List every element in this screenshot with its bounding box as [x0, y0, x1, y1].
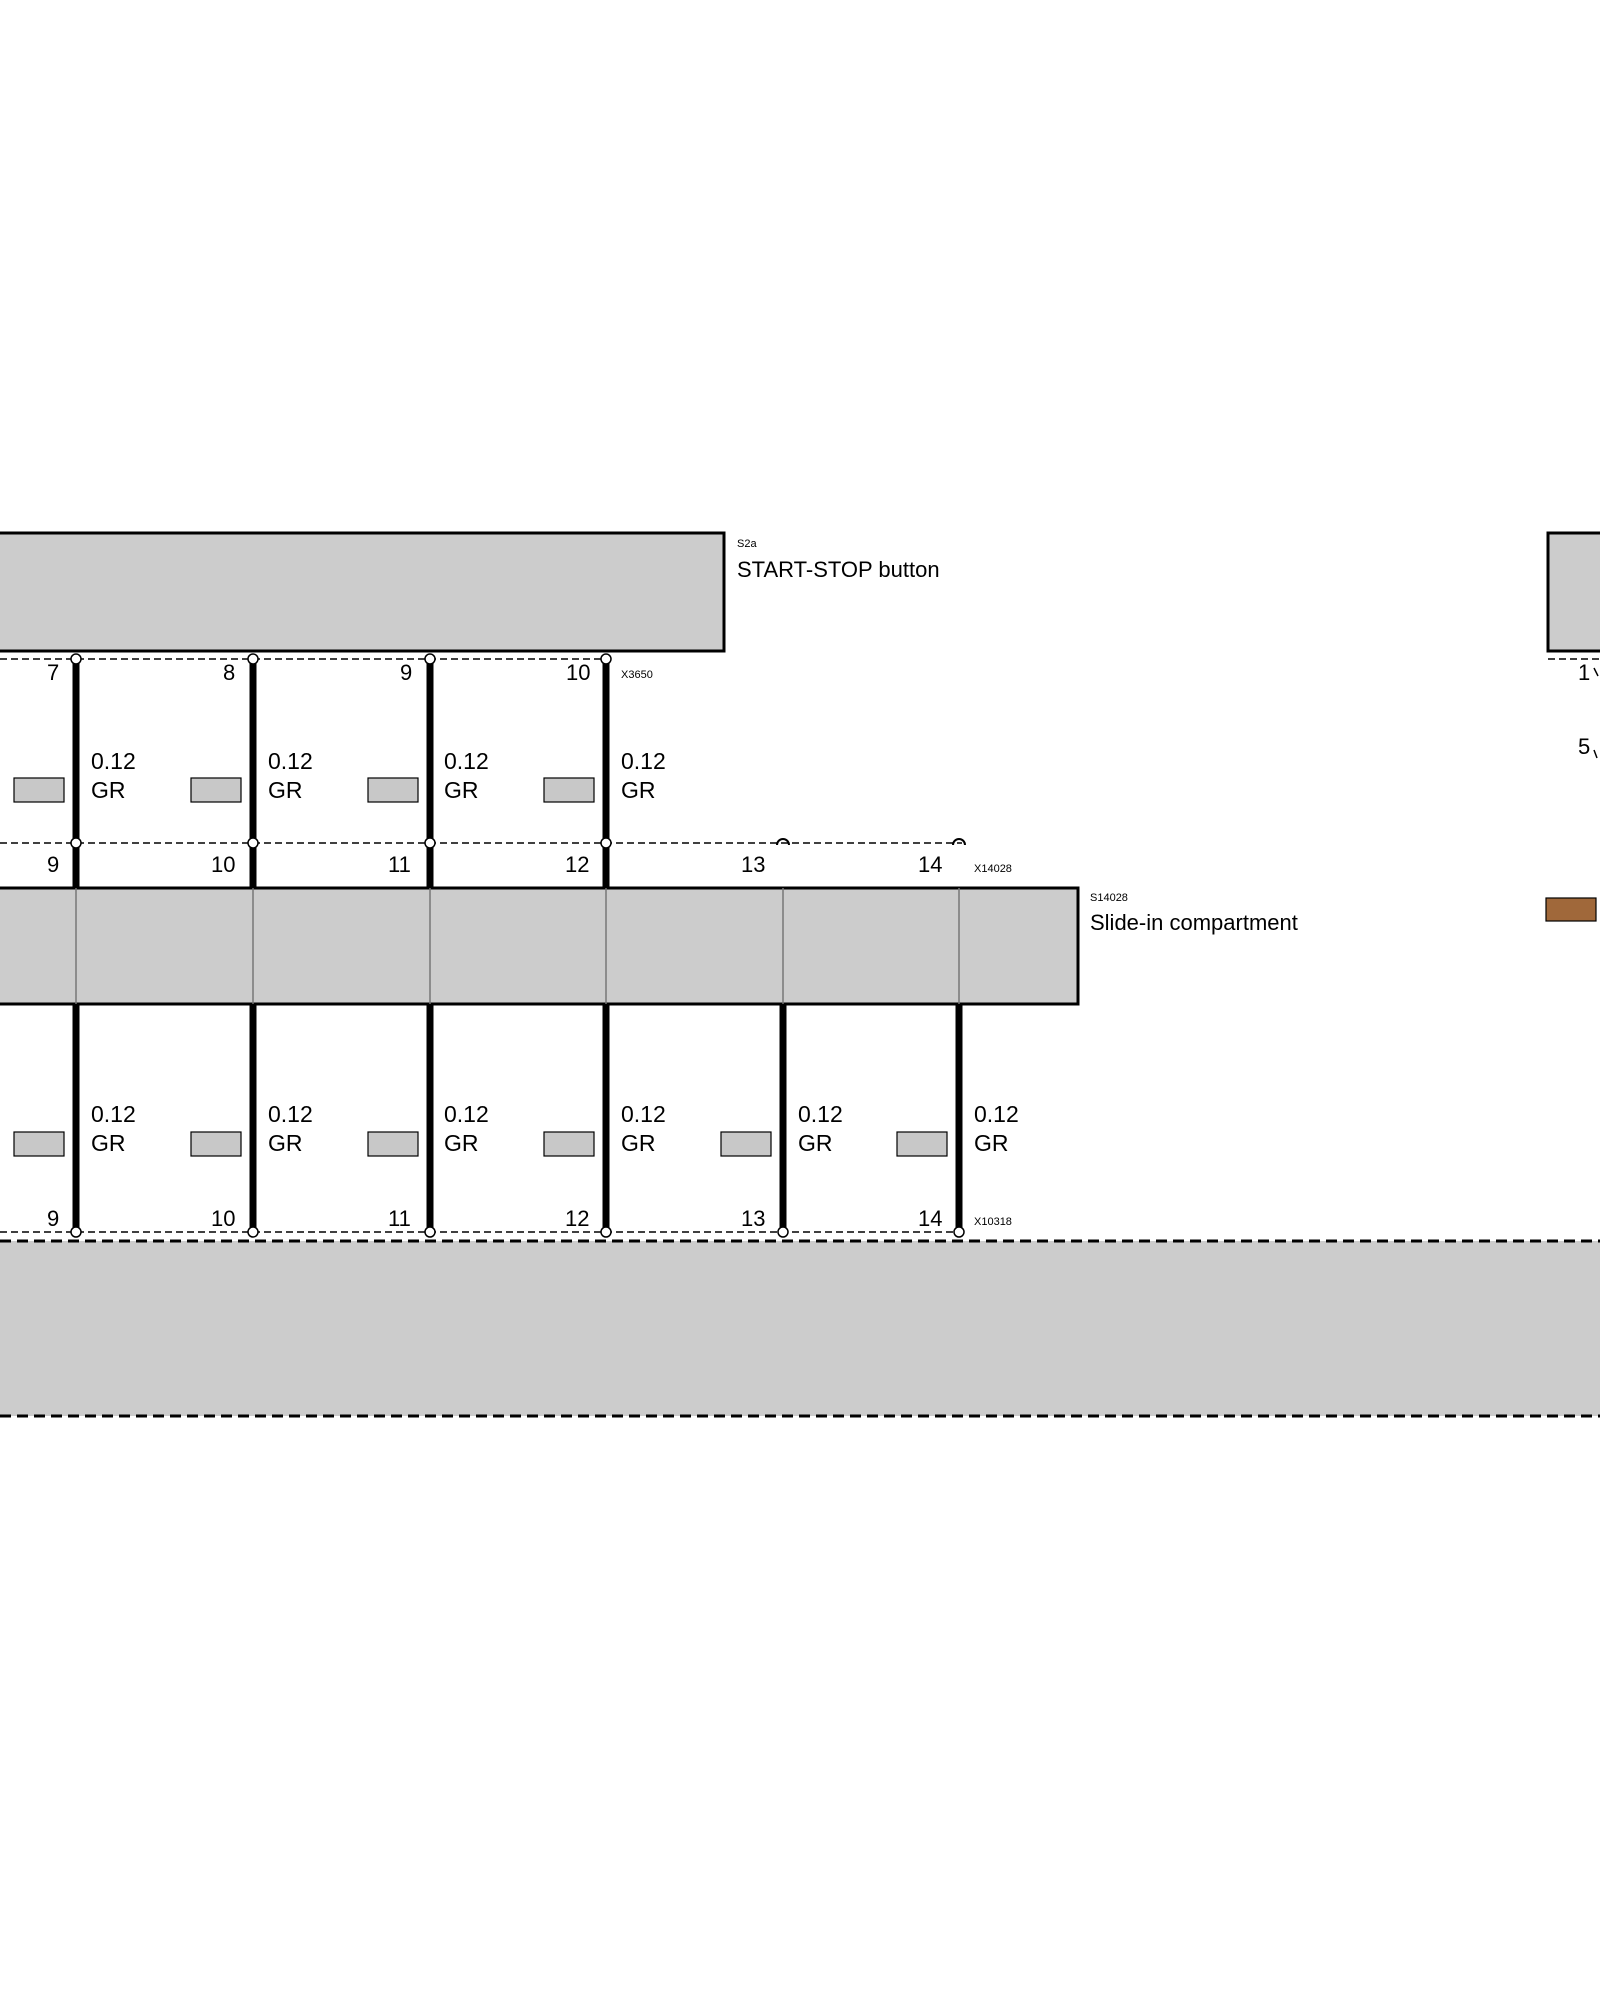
- x14028-pin-11: 11: [388, 852, 411, 877]
- x14028-pin-contacts: [70, 837, 612, 849]
- x10318-pin-13: 13: [741, 1206, 765, 1231]
- lower-wire-5-color: GR: [798, 1130, 833, 1156]
- wire-color-swatch: [543, 777, 595, 803]
- x14028-pin-9: 9: [47, 852, 59, 877]
- wire-color-swatch: [367, 777, 419, 803]
- x3650-pin-8: 8: [223, 660, 235, 685]
- lower-wire-4: [543, 1004, 610, 1230]
- wire-color-swatch: [13, 1131, 65, 1157]
- lower-wire-6-color: GR: [974, 1130, 1009, 1156]
- upper-wire-3-color: GR: [444, 777, 479, 803]
- wire-color-swatch: [720, 1131, 772, 1157]
- x10318-pin-contacts: [70, 1226, 965, 1238]
- x14028-pin-10: 10: [211, 852, 235, 877]
- wire-color-swatch: [190, 1131, 242, 1157]
- lower-wire-2-size: 0.12: [268, 1101, 313, 1127]
- x10318-pin-10: 10: [211, 1206, 235, 1231]
- lower-wire-5-size: 0.12: [798, 1101, 843, 1127]
- upper-wire-4: [543, 661, 610, 839]
- x3650-pin-7: 7: [47, 660, 59, 685]
- upper-wire-4-size: 0.12: [621, 748, 666, 774]
- x3650-pin-9: 9: [400, 660, 412, 685]
- lower-wire-3: [367, 1004, 434, 1230]
- wire-color-swatch: [367, 1131, 419, 1157]
- wire-color-swatch: [13, 777, 65, 803]
- upper-wire-2-size: 0.12: [268, 748, 313, 774]
- x14028-open-pins: [776, 838, 966, 846]
- x10318-pin-11: 11: [388, 1206, 411, 1231]
- start-stop-button-component: [0, 531, 726, 653]
- lower-wire-3-size: 0.12: [444, 1101, 489, 1127]
- lower-wire-3-color: GR: [444, 1130, 479, 1156]
- wire-color-swatch: [543, 1131, 595, 1157]
- x10318-pin-9: 9: [47, 1206, 59, 1231]
- right-partial-pin-5: 5: [1578, 734, 1590, 759]
- lower-wire-4-size: 0.12: [621, 1101, 666, 1127]
- upper-wire-3: [367, 661, 434, 839]
- wire-color-swatch: [190, 777, 242, 803]
- lower-wire-2: [190, 1004, 257, 1230]
- x14028-pin-12: 12: [565, 852, 589, 877]
- upper-wire-3-size: 0.12: [444, 748, 489, 774]
- start-stop-name: START-STOP button: [737, 557, 940, 582]
- slide-in-code: S14028: [1090, 892, 1128, 904]
- x14028-pin-13: 13: [741, 852, 765, 877]
- right-partial-pin-1: 1: [1578, 660, 1590, 685]
- lower-wire-1-color: GR: [91, 1130, 126, 1156]
- lower-wire-2-color: GR: [268, 1130, 303, 1156]
- upper-wire-4-color: GR: [621, 777, 656, 803]
- x14028-connector-label: X14028: [974, 863, 1012, 875]
- bottom-control-unit: [0, 1239, 1600, 1418]
- x10318-pin-14: 14: [918, 1206, 942, 1231]
- x3650-pin-10: 10: [566, 660, 590, 685]
- upper-wire-1: [13, 661, 80, 839]
- upper-wire-2-color: GR: [268, 777, 303, 803]
- x14028-stubs: [72, 843, 610, 888]
- wire-color-swatch: [896, 1131, 948, 1157]
- lower-wire-1: [13, 1004, 80, 1230]
- x10318-connector-label: X10318: [974, 1216, 1012, 1228]
- lower-wire-1-size: 0.12: [91, 1101, 136, 1127]
- upper-wire-2: [190, 661, 257, 839]
- x3650-pin-contacts: [70, 653, 612, 665]
- lower-wire-6: [896, 1004, 963, 1230]
- x14028-pin-14: 14: [918, 852, 942, 877]
- upper-wire-1-size: 0.12: [91, 748, 136, 774]
- upper-wire-1-color: GR: [91, 777, 126, 803]
- start-stop-code: S2a: [737, 538, 757, 550]
- x3650-connector-label: X3650: [621, 669, 653, 681]
- right-partial-component: [1545, 531, 1600, 922]
- lower-wire-5: [720, 1004, 787, 1230]
- lower-wire-6-size: 0.12: [974, 1101, 1019, 1127]
- lower-wire-4-color: GR: [621, 1130, 656, 1156]
- x10318-pin-12: 12: [565, 1206, 589, 1231]
- brown-wire-swatch: [1545, 897, 1597, 922]
- slide-in-name: Slide-in compartment: [1090, 910, 1298, 935]
- slide-in-compartment-component: [0, 886, 1080, 1006]
